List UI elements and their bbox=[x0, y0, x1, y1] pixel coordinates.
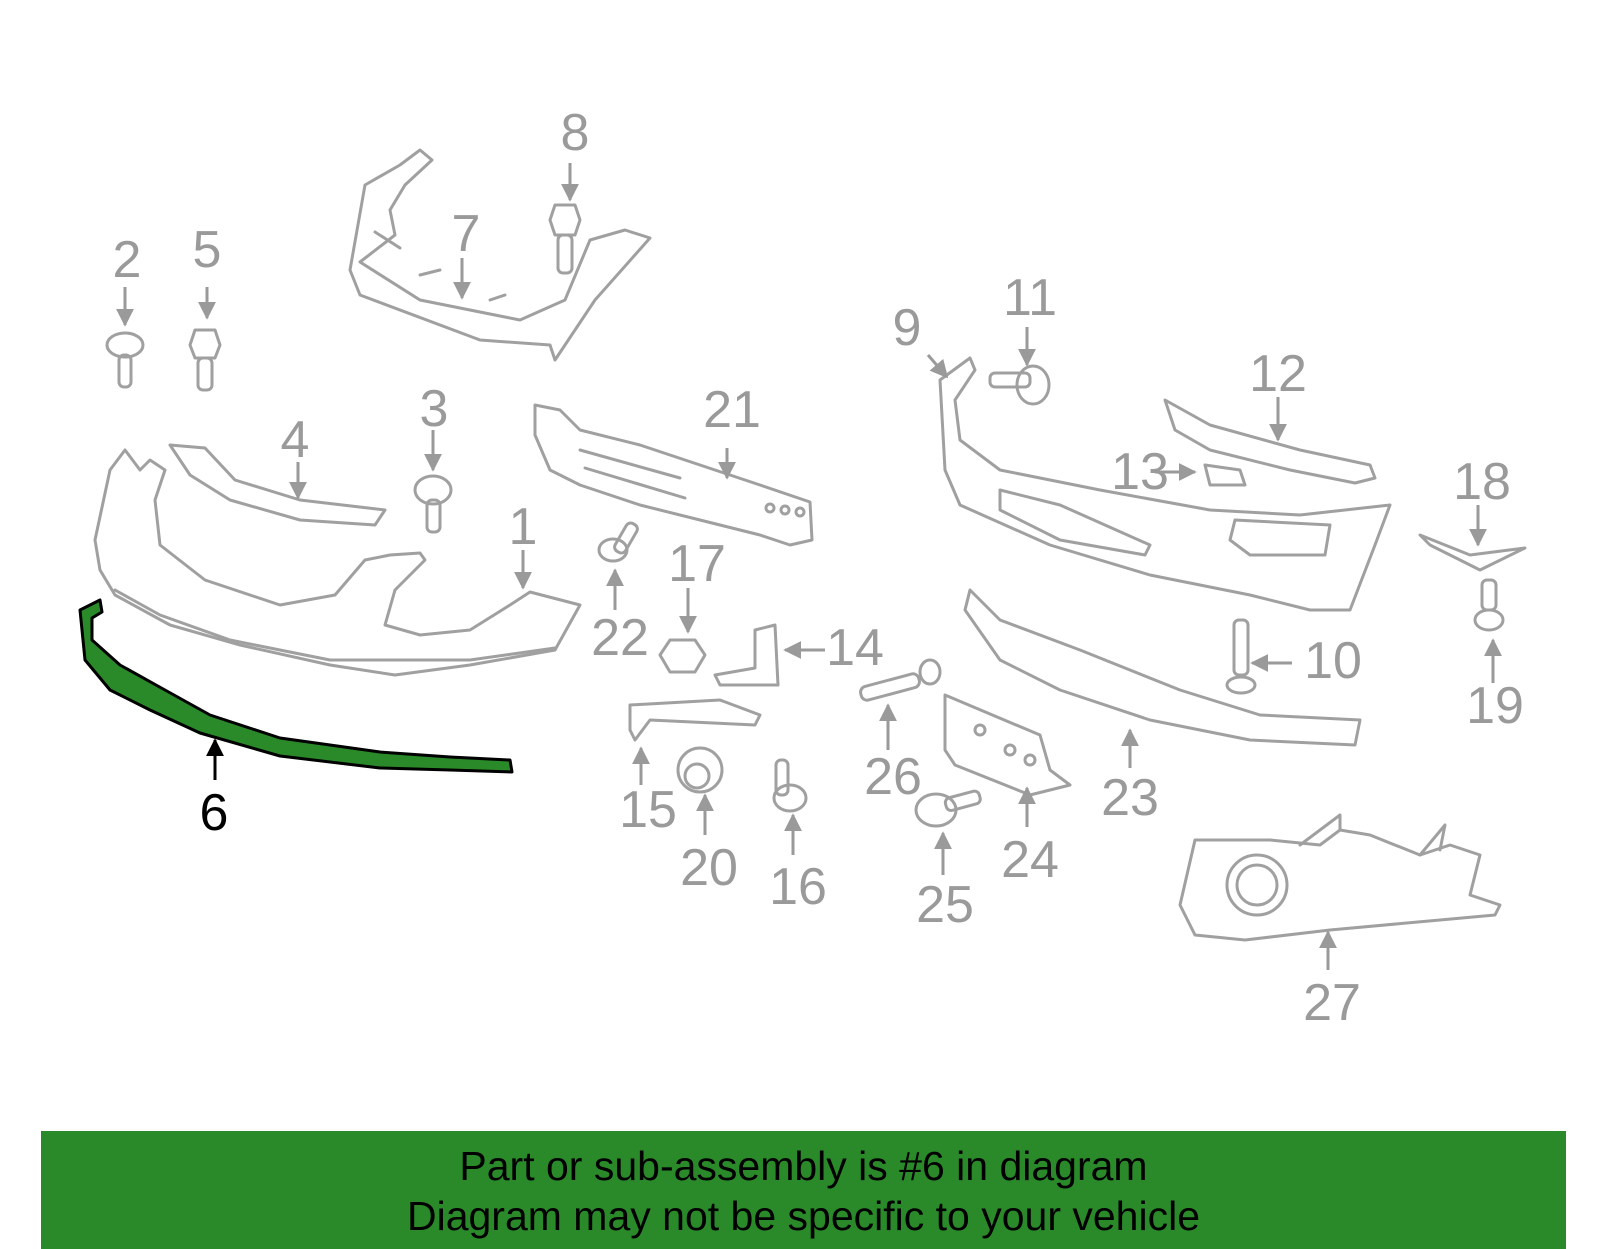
callout-17: 17 bbox=[668, 535, 726, 593]
part-4-reinf bbox=[168, 443, 387, 527]
callout-16: 16 bbox=[769, 858, 827, 916]
callout-5: 5 bbox=[192, 221, 222, 279]
callout-13: 13 bbox=[1111, 443, 1169, 501]
part-10-stud bbox=[1225, 618, 1257, 695]
part-2-clip bbox=[105, 331, 145, 389]
callout-1: 1 bbox=[508, 498, 538, 556]
callout-15: 15 bbox=[619, 781, 677, 839]
callout-11: 11 bbox=[1003, 269, 1057, 327]
callout-19: 19 bbox=[1466, 677, 1524, 735]
part-15-bracket bbox=[628, 698, 762, 742]
callout-27: 27 bbox=[1303, 974, 1361, 1032]
part-14-bracket bbox=[713, 623, 780, 687]
caption-banner: Part or sub-assembly is #6 in diagram Di… bbox=[41, 1131, 1566, 1249]
part-5-bolt bbox=[188, 328, 222, 392]
part-8-bolt bbox=[548, 203, 582, 275]
part-6-highlight bbox=[78, 598, 514, 774]
part-19-bolt bbox=[1473, 578, 1505, 632]
callout-7: 7 bbox=[451, 205, 481, 263]
caption-line-1: Part or sub-assembly is #6 in diagram bbox=[459, 1143, 1148, 1189]
callout-2: 2 bbox=[112, 231, 142, 289]
callout-10: 10 bbox=[1304, 632, 1362, 690]
part-21-absorber bbox=[533, 403, 814, 547]
callout-6: 6 bbox=[199, 784, 229, 842]
part-11-clip bbox=[988, 364, 1051, 406]
part-25-clip bbox=[914, 789, 982, 828]
part-16-clip bbox=[772, 758, 808, 813]
part-26-stud bbox=[859, 658, 942, 702]
part-20-nut bbox=[676, 746, 724, 794]
callout-14: 14 bbox=[826, 619, 884, 677]
callout-20: 20 bbox=[680, 839, 738, 897]
callout-18: 18 bbox=[1453, 453, 1511, 511]
callout-4: 4 bbox=[280, 411, 310, 469]
callout-26: 26 bbox=[864, 748, 922, 806]
part-3-clip bbox=[413, 474, 453, 534]
callout-23: 23 bbox=[1101, 769, 1159, 827]
part-23-lower bbox=[963, 588, 1362, 747]
part-18-bracket bbox=[1418, 533, 1527, 572]
part-17-nut bbox=[658, 638, 707, 674]
part-9-fascia bbox=[938, 356, 1392, 612]
callout-12: 12 bbox=[1249, 345, 1307, 403]
part-13-clip bbox=[1203, 463, 1247, 487]
part-1-cover bbox=[93, 448, 582, 677]
part-24-plate bbox=[943, 693, 1072, 797]
caption-line-2: Diagram may not be specific to your vehi… bbox=[406, 1193, 1200, 1239]
callout-9: 9 bbox=[892, 299, 922, 357]
callout-22: 22 bbox=[591, 609, 649, 667]
part-7-bracket bbox=[348, 148, 652, 362]
callout-3: 3 bbox=[419, 380, 449, 438]
part-22-clip bbox=[597, 521, 639, 563]
callout-24: 24 bbox=[1001, 831, 1059, 889]
part-27-bezel bbox=[1178, 828, 1502, 942]
parts-diagram bbox=[78, 148, 1527, 970]
callout-8: 8 bbox=[560, 104, 590, 162]
part-12-strip bbox=[1163, 398, 1377, 485]
callout-25: 25 bbox=[916, 876, 974, 934]
callout-21: 21 bbox=[703, 381, 761, 439]
